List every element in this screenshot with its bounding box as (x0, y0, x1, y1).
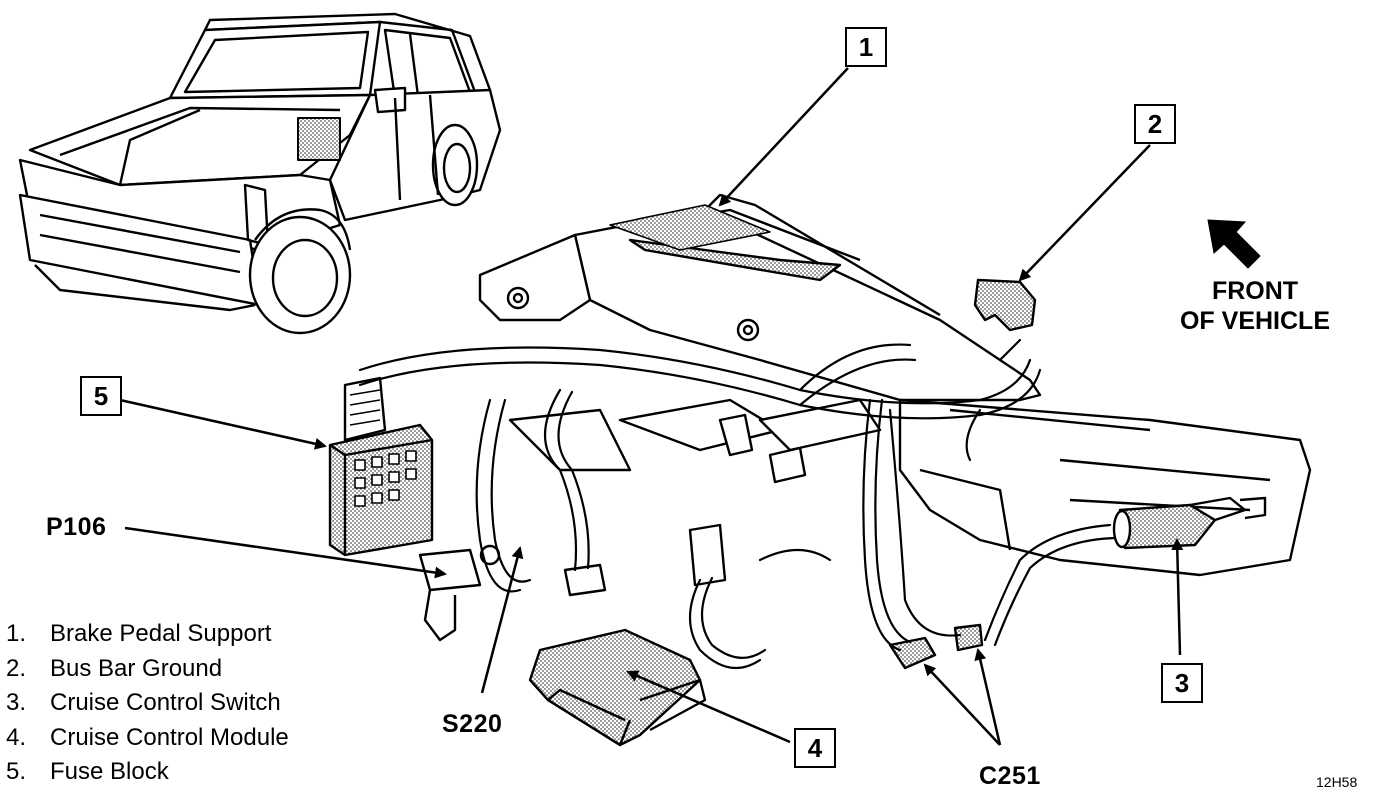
front-of-vehicle-label: FRONT OF VEHICLE (1150, 276, 1360, 336)
leader-lines (119, 67, 1184, 746)
vehicle-drawing (18, 12, 502, 335)
legend-text: Fuse Block (50, 758, 169, 785)
wiring-harness (358, 338, 1117, 670)
callout-3: 3 (1161, 663, 1203, 703)
legend-item: 4. Cruise Control Module (6, 721, 289, 756)
legend: 1. Brake Pedal Support 2. Bus Bar Ground 3… (6, 617, 289, 790)
label-s220: S220 (442, 710, 503, 738)
legend-text: Cruise Control Switch (50, 689, 281, 716)
legend-item: 1. Brake Pedal Support (6, 617, 289, 652)
front-arrow-icon (1207, 219, 1261, 269)
callout-4: 4 (794, 728, 836, 768)
front-label-line1: FRONT (1211, 277, 1299, 305)
callout-5: 5 (80, 376, 122, 416)
legend-number: 4. (6, 723, 27, 751)
callout-1: 1 (845, 27, 887, 67)
legend-item: 5. Fuse Block (6, 755, 289, 790)
legend-item: 2. Bus Bar Ground (6, 652, 289, 687)
legend-number: 5. (6, 758, 27, 785)
legend-item: 3. Cruise Control Switch (6, 686, 289, 721)
figure-id: 12H58 (1316, 774, 1358, 790)
brake-pedal-support-drawing (328, 193, 1312, 747)
legend-text: Bus Bar Ground (50, 654, 223, 682)
legend-number: 2. (6, 654, 27, 682)
callout-2: 2 (1134, 104, 1176, 144)
legend-text: Cruise Control Module (50, 723, 289, 751)
legend-number: 1. (6, 620, 27, 647)
legend-number: 3. (6, 689, 27, 716)
front-label-line2: OF VEHICLE (1179, 307, 1330, 335)
label-c251: C251 (979, 762, 1041, 790)
legend-text: Brake Pedal Support (50, 620, 272, 647)
label-p106: P106 (46, 513, 107, 541)
